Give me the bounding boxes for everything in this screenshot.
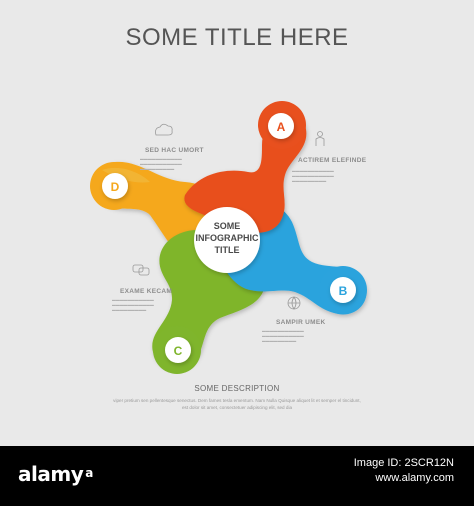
label-b: SAMPIR UMEK [276,319,326,326]
badge-b [330,277,356,303]
label-a-placeholder-text: ▬▬▬▬▬▬▬▬▬▬▬▬▬▬▬▬▬▬▬▬▬▬▬▬▬▬▬▬▬▬▬ [292,169,334,183]
badge-b-letter: B [339,284,348,298]
cloud-icon [155,123,173,136]
globe-icon [287,296,301,310]
badge-a-letter: A [277,120,286,134]
badge-c [165,337,191,363]
center-title-line2: INFOGRAPHIC [196,233,260,243]
chat-bubbles-icon [132,264,150,276]
watermark-brand: alamy [18,462,84,486]
center-circle [194,207,260,273]
center-title-line1: SOME [214,221,241,231]
badge-d [102,173,128,199]
label-d-placeholder-text: ▬▬▬▬▬▬▬▬▬▬▬▬▬▬▬▬▬▬▬▬▬▬▬▬▬▬▬▬▬▬▬ [140,157,182,171]
badge-c-letter: C [174,344,183,358]
badge-a [268,113,294,139]
label-b-placeholder-text: ▬▬▬▬▬▬▬▬▬▬▬▬▬▬▬▬▬▬▬▬▬▬▬▬▬▬▬▬▬▬▬ [262,329,304,343]
label-a: ACTIREM ELEFINDE [298,157,367,164]
watermark-image-id: Image ID: 2SCR12N www.alamy.com [354,456,454,486]
person-icon [315,131,325,146]
flower-diagram: SOME INFOGRAPHIC TITLE A B C D [90,101,367,374]
badge-d-letter: D [111,180,120,194]
label-d: SED HAC UMORT [145,147,204,154]
center-title-line3: TITLE [215,245,240,255]
site-url: www.alamy.com [375,472,454,484]
image-id-label: Image ID: 2SCR12N [353,457,454,469]
description-text: viper pretium sen pellentesque senectus.… [113,398,361,410]
label-c-placeholder-text: ▬▬▬▬▬▬▬▬▬▬▬▬▬▬▬▬▬▬▬▬▬▬▬▬▬▬▬▬▬▬▬ [112,298,154,312]
page-title: SOME TITLE HERE [125,24,349,51]
description-title: SOME DESCRIPTION [194,384,280,393]
infographic-canvas: SOME TITLE HERE SOME [90,24,367,410]
label-c: EXAME KECAM [120,288,173,295]
